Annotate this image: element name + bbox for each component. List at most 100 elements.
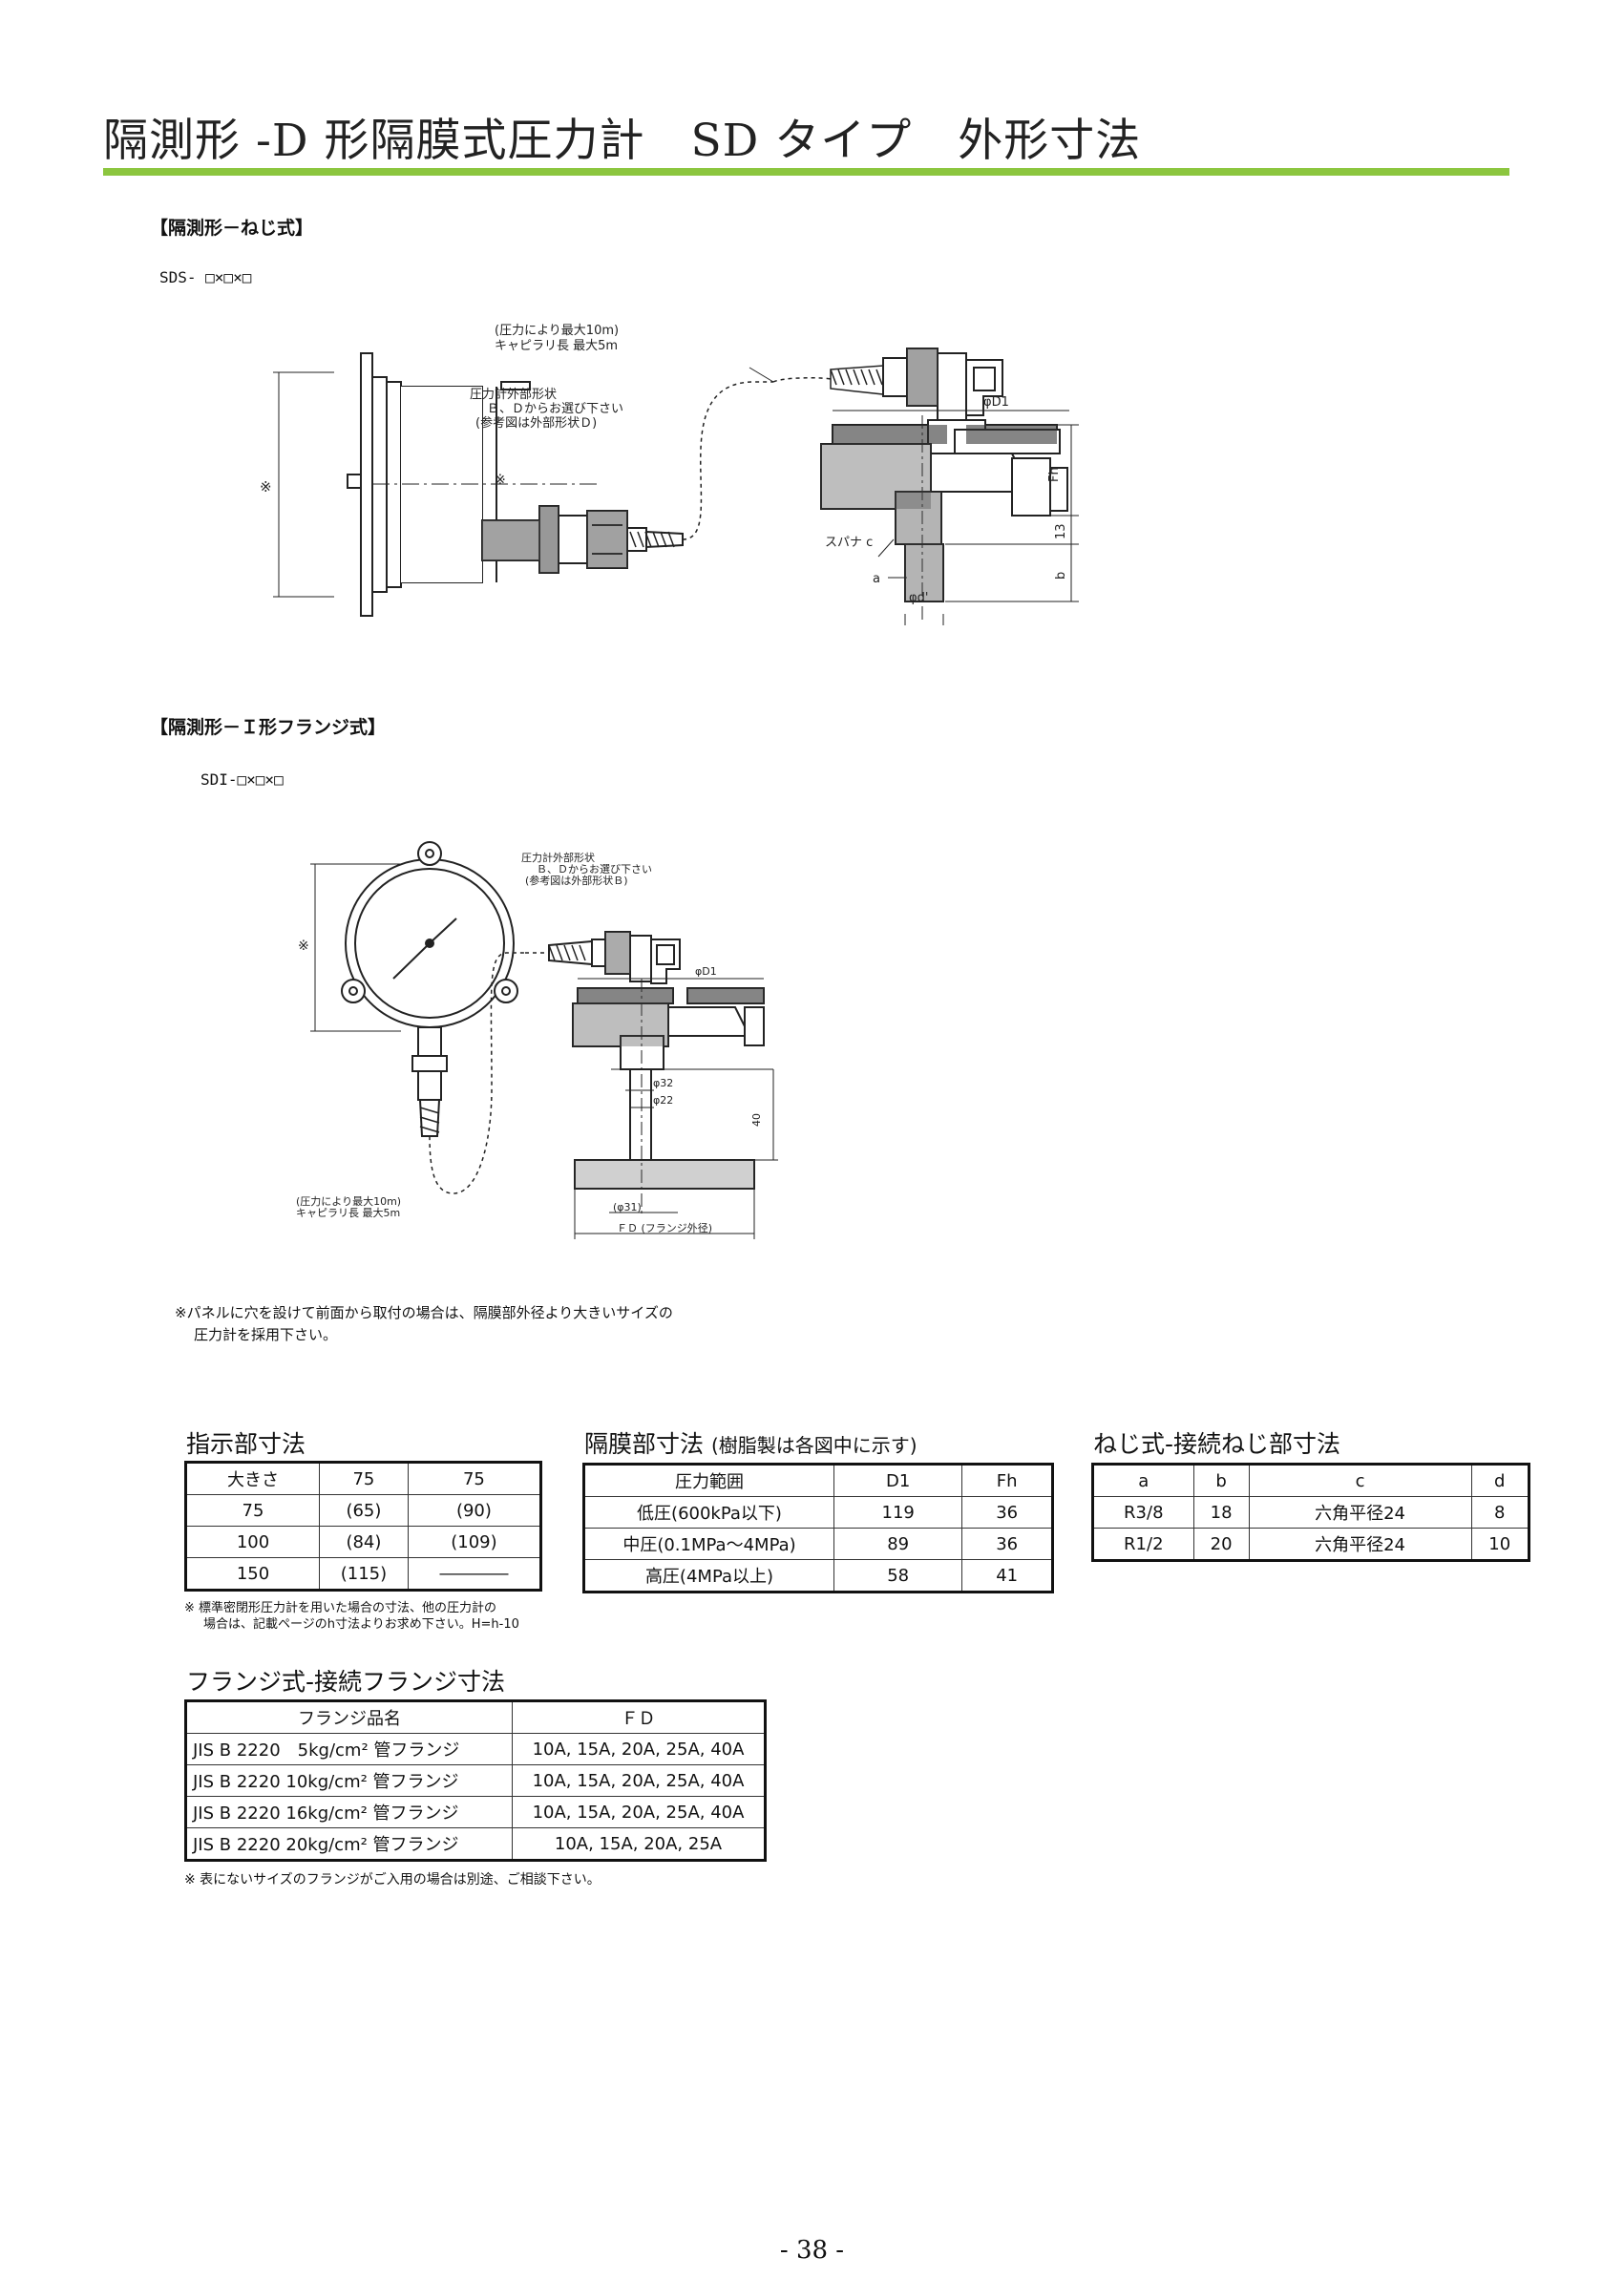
page-title: 隔測形 -D 形隔膜式圧力計 SD タイプ 外形寸法 [103, 115, 1142, 167]
table-cell: ―――― [407, 1557, 542, 1591]
table-cell: 36 [961, 1528, 1053, 1560]
table-cell: (109) [407, 1526, 542, 1558]
table-cell: b [1192, 1464, 1250, 1497]
page-number: - 38 - [779, 2236, 845, 2265]
table-cell: c [1248, 1464, 1472, 1497]
table-cell: 中圧(0.1MPa～4MPa) [583, 1528, 834, 1560]
table-cell: JIS B 2220 10kg/cm² 管フランジ [185, 1764, 513, 1797]
table-cell: R3/8 [1092, 1496, 1194, 1529]
table-cell: a [1092, 1464, 1194, 1497]
table-cell: 低圧(600kPa以下) [583, 1496, 834, 1529]
table-cell: 高圧(4MPa以上) [583, 1559, 834, 1592]
dim2-d1: φD1 [695, 965, 717, 978]
table-cell: 36 [961, 1496, 1053, 1529]
table-cell: JIS B 2220 5kg/cm² 管フランジ [185, 1733, 513, 1765]
table-cell: ＦＤ [512, 1700, 766, 1734]
thread-table-title: ねじ式-接続ねじ部寸法 [1093, 1430, 1341, 1458]
dim2-22: φ22 [653, 1094, 673, 1107]
capillary-note2-line2: キャピラリ長 最大5m [296, 1206, 400, 1219]
table-cell: 10A, 15A, 20A, 25A, 40A [512, 1796, 766, 1828]
indicator-table-title: 指示部寸法 [186, 1430, 306, 1458]
table-cell: (115) [319, 1557, 409, 1591]
table-cell: 20 [1192, 1528, 1250, 1561]
table-row: 100(84)(109) [185, 1526, 542, 1558]
table-cell: d [1470, 1464, 1529, 1497]
table-row: 75(65)(90) [185, 1494, 542, 1527]
table-cell: 10 [1470, 1528, 1529, 1561]
dim-13: 13 [1054, 523, 1068, 539]
table-cell: 六角平径24 [1248, 1528, 1472, 1561]
table-row: 150(115)―――― [185, 1557, 542, 1591]
shape-note2-line1: 圧力計外部形状 [521, 851, 595, 864]
shape-note2-line2: Ｂ、Ｄからお選び下さい [537, 863, 652, 875]
dim-a: a [873, 572, 880, 586]
dim-height-asterisk: ※ [260, 478, 272, 496]
dim-d-prime: φd' [909, 591, 928, 605]
table-cell: D1 [833, 1464, 963, 1497]
table-cell: 41 [961, 1559, 1053, 1592]
table-cell: 大きさ [185, 1462, 320, 1495]
table-cell: フランジ品名 [185, 1700, 513, 1734]
dim2-32: φ32 [653, 1077, 673, 1089]
dim2-fd: ＦＤ (フランジ外径) [617, 1222, 712, 1234]
capillary-note2-line1: (圧力により最大10m) [296, 1194, 401, 1208]
dim-height-asterisk-2: ※ [298, 939, 309, 954]
indicator-note-line1: ※ 標準密閉形圧力計を用いた場合の寸法、他の圧力計の [184, 1601, 497, 1615]
table-cell: 75 [407, 1462, 542, 1495]
spanner-label: スパナ c [825, 536, 873, 550]
table-cell: R1/2 [1092, 1528, 1194, 1561]
table-cell: (90) [407, 1494, 542, 1527]
shape-note2-line3: (参考図は外部形状Ｂ) [525, 874, 628, 887]
table-cell: JIS B 2220 16kg/cm² 管フランジ [185, 1796, 513, 1828]
table-cell: Fh [961, 1464, 1053, 1497]
table-cell: 8 [1470, 1496, 1529, 1529]
table-cell: 75 [319, 1462, 409, 1495]
table-cell: 75 [185, 1494, 320, 1527]
table-cell: (84) [319, 1526, 409, 1558]
table-cell: 119 [833, 1496, 963, 1529]
dim-b: b [1054, 572, 1068, 580]
model-code-flange: SDI-□×□×□ [200, 770, 284, 789]
dim2-40: 40 [750, 1113, 763, 1127]
flange-table-title: フランジ式-接続フランジ寸法 [186, 1668, 506, 1696]
threaded-drawing: ※ ※ (圧力により最大10m) キャピラリ長 最大5m 圧力計外部形状 Ｂ、Ｄ… [260, 324, 1079, 625]
table-cell: 58 [833, 1559, 963, 1592]
shape-note-line3: (参考図は外部形状Ｄ) [475, 415, 597, 431]
shape-note-line1: 圧力計外部形状 [470, 387, 557, 402]
section-heading-threaded: 【隔測形－ねじ式】 [150, 218, 314, 239]
table-cell: 10A, 15A, 20A, 25A [512, 1827, 766, 1861]
shape-note-line2: Ｂ、Ｄからお選び下さい [487, 402, 623, 416]
panel-note-line2: 圧力計を採用下さい。 [194, 1326, 338, 1343]
diaphragm-table-title: 隔膜部寸法 (樹脂製は各図中に示す) [584, 1425, 917, 1460]
section-heading-flange: 【隔測形－Ｉ形フランジ式】 [150, 717, 387, 738]
table-cell: 10A, 15A, 20A, 25A, 40A [512, 1733, 766, 1765]
capillary-note-line1: (圧力により最大10m) [495, 324, 619, 338]
title-rule [103, 168, 1509, 176]
table-cell: JIS B 2220 20kg/cm² 管フランジ [185, 1827, 513, 1861]
flange-note: ※ 表にないサイズのフランジがご入用の場合は別途、ご相談下さい。 [184, 1872, 601, 1888]
flange-drawing: ※ 圧力計外部形状 Ｂ、Ｄからお選び下さい (参考図は外部形状Ｂ) (圧力により… [296, 841, 778, 1239]
table-cell: 圧力範囲 [583, 1464, 834, 1497]
table-cell: 18 [1192, 1496, 1250, 1529]
table-cell: 六角平径24 [1248, 1496, 1472, 1529]
table-cell: 150 [185, 1557, 320, 1591]
table-cell: 89 [833, 1528, 963, 1560]
table-cell: 100 [185, 1526, 320, 1558]
diaphragm-title-text: 隔膜部寸法 [584, 1430, 705, 1458]
panel-note-line1: ※パネルに穴を設けて前面から取付の場合は、隔膜部外径より大きいサイズの [175, 1304, 673, 1321]
dim-fh: Fh [1047, 467, 1062, 482]
